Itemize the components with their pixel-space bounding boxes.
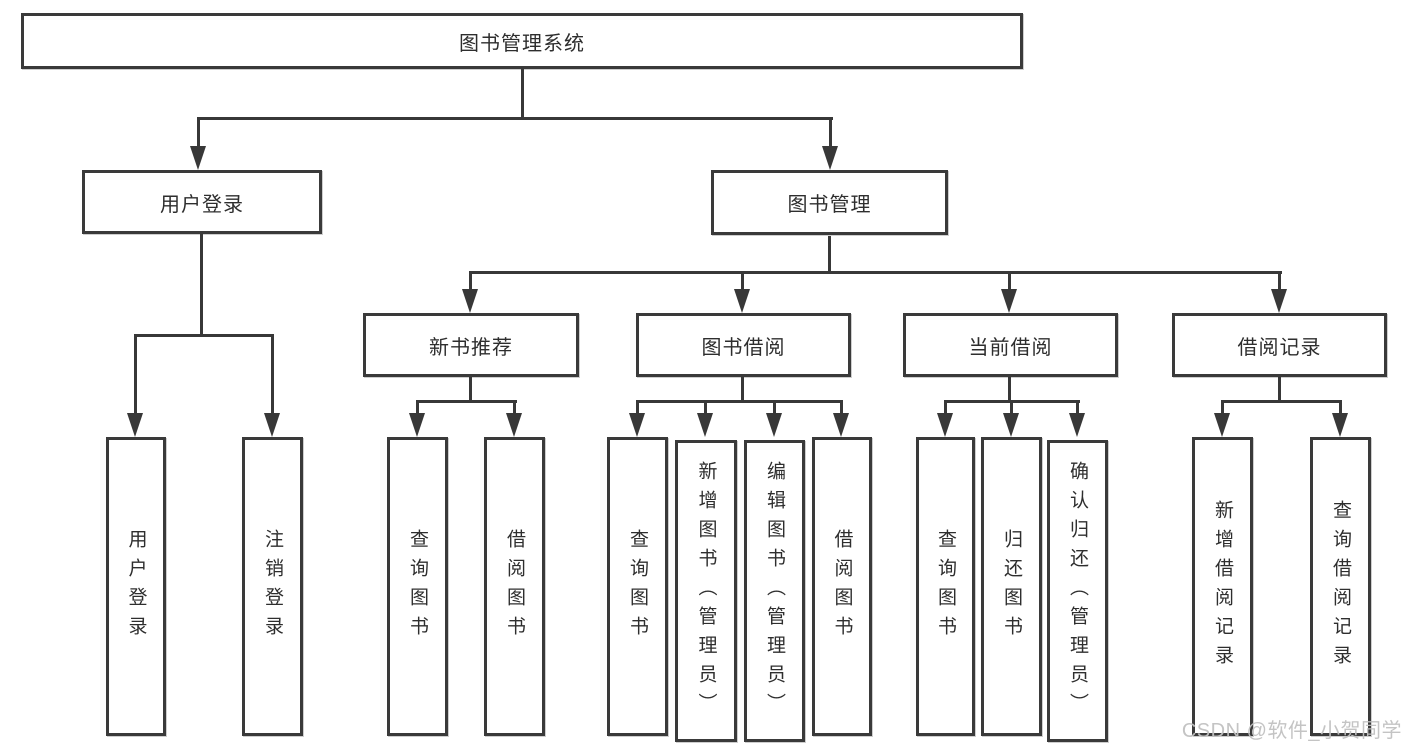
connector-line: [704, 402, 707, 414]
connector-line: [741, 377, 744, 403]
connector-line: [1221, 402, 1224, 414]
arrow-down-icon: [937, 413, 953, 437]
node-leaf-edit-books-admin-label: 编辑图书（管理员）: [764, 460, 785, 722]
node-leaf-user-login: 用户登录: [106, 437, 166, 736]
node-leaf-user-login-label: 用户登录: [125, 528, 147, 645]
arrow-down-icon: [1001, 289, 1017, 313]
node-book-borrow: 图书借阅: [636, 313, 851, 377]
node-leaf-add-borrow-record: 新增借阅记录: [1192, 437, 1253, 736]
arrow-down-icon: [734, 289, 750, 313]
node-leaf-add-books-admin: 新增图书（管理员）: [675, 440, 737, 742]
node-root: 图书管理系统: [21, 13, 1023, 69]
connector-line: [773, 402, 776, 414]
node-leaf-query-books-3-label: 查询图书: [935, 528, 956, 645]
connector-line: [416, 402, 419, 414]
arrow-down-icon: [506, 413, 522, 437]
node-book-management: 图书管理: [711, 170, 948, 235]
node-borrow-records: 借阅记录: [1172, 313, 1387, 377]
arrow-down-icon: [462, 289, 478, 313]
node-leaf-add-borrow-record-label: 新增借阅记录: [1212, 499, 1233, 674]
node-leaf-logout: 注销登录: [242, 437, 303, 736]
connector-line: [1278, 377, 1281, 403]
node-leaf-add-books-admin-label: 新增图书（管理员）: [695, 460, 717, 722]
connector-line: [840, 402, 843, 414]
node-leaf-confirm-return-admin-label: 确认归还（管理员）: [1067, 460, 1088, 722]
connector-line: [134, 336, 137, 413]
node-user-login: 用户登录: [82, 170, 322, 234]
node-leaf-query-books-1: 查询图书: [387, 437, 448, 736]
connector-line: [1010, 402, 1013, 414]
node-leaf-return-books-label: 归还图书: [1001, 528, 1022, 645]
arrow-down-icon: [1003, 413, 1019, 437]
connector-line: [1076, 402, 1079, 414]
node-leaf-query-books-1-label: 查询图书: [407, 528, 428, 645]
connector-line: [197, 119, 200, 149]
connector-line: [1008, 377, 1011, 403]
node-leaf-query-books-2-label: 查询图书: [627, 528, 648, 645]
connector-line: [469, 377, 472, 403]
connector-line: [1008, 273, 1011, 291]
connector-line: [944, 400, 1080, 403]
arrow-down-icon: [629, 413, 645, 437]
node-book-management-label: 图书管理: [787, 194, 872, 216]
connector-line: [469, 273, 472, 291]
node-leaf-query-borrow-record-label: 查询借阅记录: [1330, 499, 1351, 674]
connector-line: [741, 273, 744, 291]
connector-line: [521, 67, 524, 119]
connector-line: [271, 336, 274, 413]
node-leaf-query-books-2: 查询图书: [607, 437, 668, 736]
node-leaf-borrow-books-1-label: 借阅图书: [504, 528, 525, 645]
connector-line: [636, 400, 843, 403]
node-current-borrow: 当前借阅: [903, 313, 1118, 377]
node-borrow-records-label: 借阅记录: [1237, 336, 1322, 359]
connector-line: [1278, 273, 1281, 291]
arrow-down-icon: [697, 413, 713, 437]
node-leaf-logout-label: 注销登录: [262, 528, 283, 645]
node-new-book-recommend: 新书推荐: [363, 313, 579, 377]
arrow-down-icon: [127, 413, 143, 437]
arrow-down-icon: [1214, 413, 1230, 437]
connector-line: [636, 402, 639, 414]
csdn-watermark: CSDN @软件_小贺同学: [1181, 720, 1402, 742]
arrow-down-icon: [264, 413, 280, 437]
node-current-borrow-label: 当前借阅: [968, 336, 1053, 359]
arrow-down-icon: [1271, 289, 1287, 313]
arrow-down-icon: [766, 413, 782, 437]
connector-line: [828, 236, 831, 274]
node-leaf-borrow-books-2: 借阅图书: [812, 437, 872, 736]
arrow-down-icon: [409, 413, 425, 437]
connector-line: [416, 400, 517, 403]
node-leaf-borrow-books-2-label: 借阅图书: [831, 528, 853, 645]
node-new-book-recommend-label: 新书推荐: [429, 336, 513, 359]
node-root-label: 图书管理系统: [459, 32, 585, 55]
connector-line: [200, 234, 203, 337]
arrow-down-icon: [1069, 413, 1085, 437]
node-leaf-return-books: 归还图书: [981, 437, 1042, 736]
connector-line: [1339, 402, 1342, 414]
arrow-down-icon: [822, 146, 838, 170]
node-leaf-confirm-return-admin: 确认归还（管理员）: [1047, 440, 1108, 742]
node-book-borrow-label: 图书借阅: [701, 336, 786, 359]
node-user-login-label: 用户登录: [160, 193, 244, 216]
arrow-down-icon: [833, 413, 849, 437]
connector-line: [944, 402, 947, 414]
connector-line: [469, 271, 1282, 274]
connector-line: [829, 119, 832, 149]
node-leaf-borrow-books-1: 借阅图书: [484, 437, 545, 736]
node-leaf-query-borrow-record: 查询借阅记录: [1310, 437, 1371, 736]
connector-line: [197, 117, 833, 120]
connector-line: [1221, 400, 1342, 403]
node-leaf-edit-books-admin: 编辑图书（管理员）: [744, 440, 805, 742]
node-leaf-query-books-3: 查询图书: [916, 437, 975, 736]
connector-line: [134, 334, 274, 337]
connector-line: [513, 402, 516, 414]
arrow-down-icon: [190, 146, 206, 170]
arrow-down-icon: [1332, 413, 1348, 437]
